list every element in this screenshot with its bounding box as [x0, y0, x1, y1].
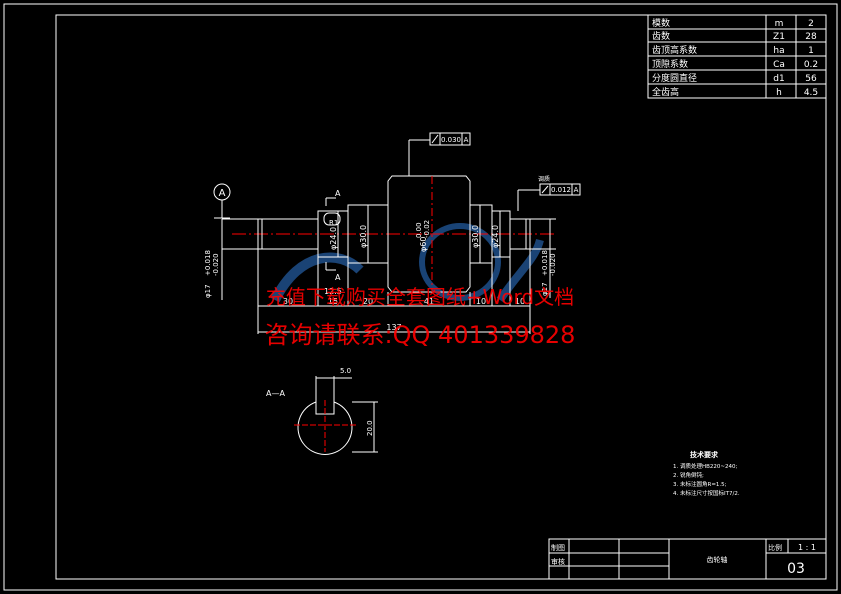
svg-text:10: 10 — [515, 297, 525, 306]
svg-text:-0.020: -0.020 — [212, 253, 220, 276]
svg-text:0.030: 0.030 — [441, 136, 461, 144]
svg-text:φ24.0: φ24.0 — [329, 227, 338, 250]
shaft-profile — [232, 175, 555, 293]
param-name: 顶隙系数 — [652, 58, 688, 70]
drawing-number: 03 — [787, 561, 805, 577]
svg-text:φ24.0: φ24.0 — [491, 225, 500, 248]
tech-item: 1. 调质处理HB220~240; — [673, 462, 738, 470]
svg-text:0.00: 0.00 — [415, 222, 423, 238]
section-view: A—A 5.0 20.0 — [266, 367, 378, 455]
surface-note: 调质 — [538, 175, 550, 183]
section-cut-marks: A A — [325, 189, 341, 282]
svg-text:A: A — [219, 188, 226, 199]
diameter-dimensions: φ17 +0.018 -0.020 φ24.0 φ30.0 φ60 0.00 -… — [204, 205, 557, 300]
svg-text:+0.018: +0.018 — [204, 250, 212, 276]
gear-body — [387, 175, 471, 293]
svg-text:A: A — [574, 186, 579, 194]
params-table: 模数 m 2 齿数 Z1 28 齿顶高系数 ha 1 顶隙系数 Ca 0.2 分… — [647, 14, 827, 99]
svg-text:φ30.0: φ30.0 — [471, 225, 480, 248]
svg-text:20: 20 — [363, 297, 373, 306]
svg-text:10: 10 — [476, 297, 486, 306]
watermark-line1: 充值下载购买全套图纸+Word文档 — [266, 285, 574, 309]
param-symbol: Ca — [773, 60, 785, 70]
svg-text:A: A — [335, 273, 341, 282]
scale-value: 1 : 1 — [798, 543, 816, 552]
section-view-label: A—A — [266, 389, 285, 398]
tech-item: 4. 未标注尺寸按国标IT7/2. — [673, 489, 740, 497]
svg-text:5.0: 5.0 — [340, 367, 351, 375]
svg-text:φ30.0: φ30.0 — [359, 225, 368, 248]
tech-item: 3. 未标注圆角R=1.5; — [673, 480, 727, 488]
outer-border — [3, 3, 838, 591]
tolerance-frame-top: 0.030 A — [408, 132, 471, 176]
param-value: 1 — [808, 46, 814, 56]
param-symbol: d1 — [773, 74, 784, 84]
param-value: 0.2 — [804, 60, 818, 70]
checked-label: 审核 — [551, 557, 565, 566]
svg-text:+0.018: +0.018 — [541, 250, 549, 276]
svg-text:15: 15 — [328, 297, 338, 306]
title-block: 制图 审核 齿轮轴 比例 1 : 1 03 — [548, 538, 827, 580]
tech-title: 技术要求 — [690, 450, 719, 459]
svg-text:A: A — [335, 189, 341, 198]
svg-text:-0.02: -0.02 — [423, 220, 431, 238]
svg-text:30: 30 — [283, 297, 293, 306]
watermark-logo — [270, 223, 544, 303]
svg-text:12.5: 12.5 — [324, 287, 342, 296]
scale-label: 比例 — [768, 543, 782, 552]
tech-requirements: 技术要求 1. 调质处理HB220~240; 2. 锐角倒钝; 3. 未标注圆角… — [673, 450, 740, 497]
param-symbol: ha — [773, 46, 784, 56]
watermark-line2: 咨询请联系:QQ 401339828 — [265, 321, 576, 349]
svg-text:0.012: 0.012 — [551, 186, 571, 194]
section-circle — [297, 401, 353, 455]
param-symbol: h — [776, 88, 782, 98]
watermark: 充值下载购买全套图纸+Word文档 咨询请联系:QQ 401339828 — [265, 285, 576, 349]
svg-text:20.0: 20.0 — [366, 420, 374, 436]
part-name: 齿轮轴 — [707, 555, 728, 564]
param-symbol: Z1 — [773, 32, 785, 42]
length-dimensions: 30 15 20 41 10 10 137 — [257, 249, 531, 334]
datum-a-symbol: A — [213, 183, 231, 219]
param-name: 全齿高 — [652, 86, 679, 98]
svg-text:R1: R1 — [329, 219, 338, 227]
svg-text:φ17: φ17 — [204, 284, 212, 298]
param-value: 4.5 — [804, 88, 818, 98]
inner-border — [55, 14, 827, 580]
param-name: 分度圆直径 — [652, 72, 697, 84]
svg-text:A: A — [464, 136, 469, 144]
param-symbol: m — [775, 19, 784, 29]
tolerance-frame-right: 调质 0.012 A — [517, 175, 581, 211]
param-name: 齿数 — [652, 30, 670, 42]
param-name: 齿顶高系数 — [652, 44, 697, 56]
svg-text:137: 137 — [386, 323, 401, 332]
param-name: 模数 — [652, 17, 670, 29]
svg-text:φ17: φ17 — [541, 282, 549, 296]
svg-text:41: 41 — [424, 297, 434, 306]
drawn-label: 制图 — [551, 543, 565, 552]
keyway — [323, 212, 341, 226]
svg-text:-0.020: -0.020 — [549, 253, 557, 276]
tech-item: 2. 锐角倒钝; — [673, 471, 704, 479]
svg-text:φ60: φ60 — [419, 237, 428, 252]
param-value: 56 — [805, 74, 817, 84]
param-value: 28 — [805, 32, 817, 42]
param-value: 2 — [808, 19, 814, 29]
